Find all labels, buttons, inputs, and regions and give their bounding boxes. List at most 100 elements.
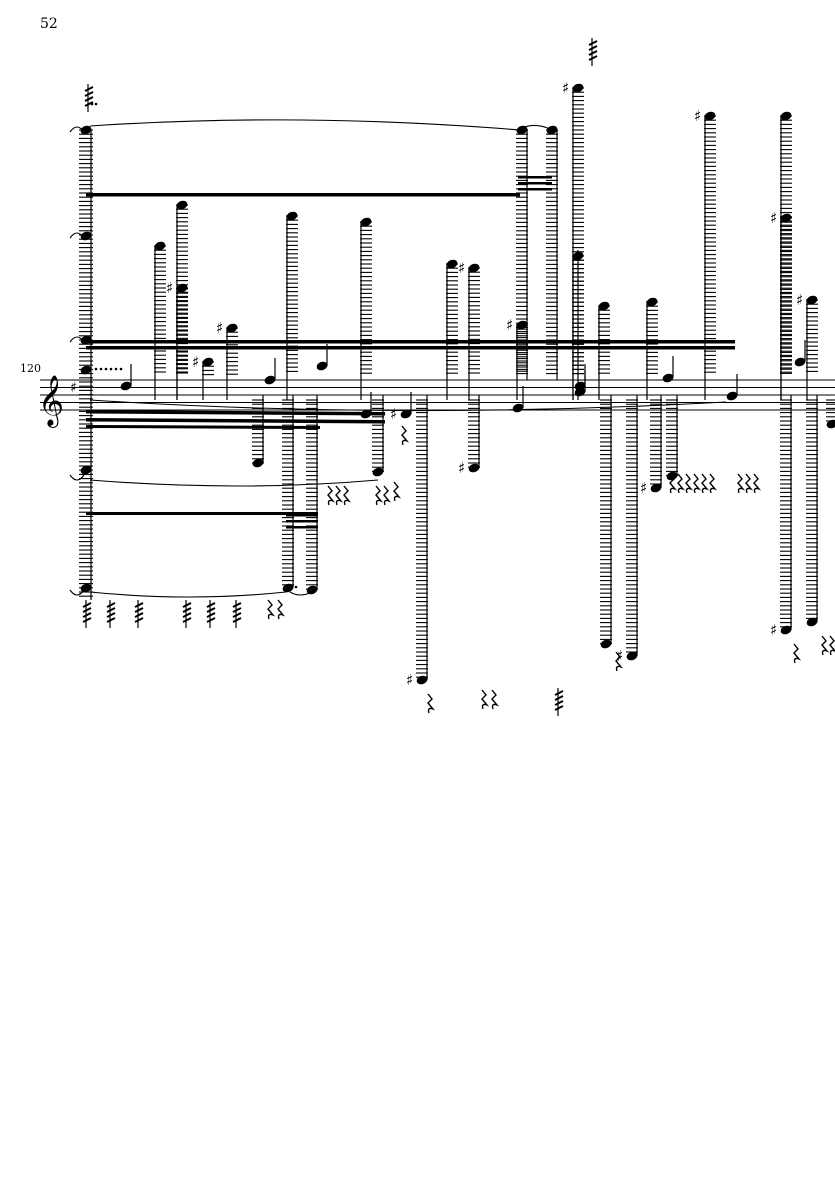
notehead [360,217,372,227]
tremolo-slash [588,40,598,46]
tremolo-slash [182,617,192,623]
tremolo-slash [206,617,216,623]
notehead [780,213,792,223]
sharp-accidental: ♯ [406,671,413,689]
quarter-rest [669,473,678,494]
tremolo-slash [134,612,144,618]
tie [89,119,521,131]
beam [86,418,385,424]
quarter-rest [685,473,694,494]
quarter-rest [829,635,835,656]
notehead [202,357,214,367]
tie [69,232,85,239]
notehead [468,463,480,473]
notehead [626,651,638,661]
tremolo-slash [182,607,192,613]
tremolo-slash [106,607,116,613]
sharp-accidental: ♯ [458,459,465,477]
sharp-accidental: ♯ [390,405,397,423]
tremolo-slash [106,612,116,618]
tremolo-slash [206,602,216,608]
tie [89,479,379,487]
augmentation-dot [290,585,294,589]
quarter-rest [821,635,830,656]
notehead [646,297,658,307]
tremolo-slash [232,602,242,608]
notehead [446,259,458,269]
notehead [662,373,674,383]
quarter-rest [343,485,352,506]
sharp-accidental: ♯ [562,79,569,97]
tremolo-slash [84,101,94,107]
tremolo-slash [554,690,564,696]
notehead [516,125,528,135]
tremolo-slash [84,96,94,102]
key-signature-sharp: ♯ [70,380,77,396]
tie [69,589,85,596]
beam [86,425,320,429]
tremolo-slash [588,55,598,61]
tie [289,591,313,596]
notehead [80,365,92,375]
quarter-rest [745,473,754,494]
quarter-rest [375,485,384,506]
tremolo-slash [232,612,242,618]
notehead [516,320,528,330]
beam [86,512,318,515]
sharp-accidental: ♯ [694,107,701,125]
beam [286,514,318,517]
tremolo-slash [588,50,598,56]
notehead [826,419,835,429]
notehead [252,458,264,468]
notehead [226,323,238,333]
tremolo-slash [554,700,564,706]
quarter-rest [401,425,410,446]
tremolo-slash [232,617,242,623]
augmentation-dot [94,102,98,106]
tremolo-slash [206,612,216,618]
augmentation-dot [109,367,113,371]
treble-clef-icon: 𝄞 [38,375,64,428]
notehead [780,111,792,121]
quarter-rest [693,473,702,494]
quarter-rest [793,643,802,664]
augmentation-dot [104,367,108,371]
augmentation-dot [114,367,118,371]
quarter-rest [327,485,336,506]
notehead [572,83,584,93]
quarter-rest [383,485,392,506]
tremolo-slash [134,602,144,608]
notehead [650,483,662,493]
notehead [372,467,384,477]
measure-number: 120 [20,362,41,375]
tremolo-slash [134,607,144,613]
notehead [806,617,818,627]
quarter-rest [481,689,490,710]
tremolo-slash [106,617,116,623]
beam [86,193,520,197]
augmentation-dot [99,367,103,371]
quarter-rest [677,473,686,494]
tie [69,126,85,133]
beam [86,410,385,416]
sharp-accidental: ♯ [192,353,199,371]
quarter-rest [615,651,624,672]
tremolo-slash [82,612,92,618]
tie [89,591,287,598]
notehead [806,295,818,305]
tie [69,336,85,343]
notehead [598,301,610,311]
tremolo-slash [134,617,144,623]
sharp-accidental: ♯ [770,621,777,639]
notehead [306,585,318,595]
sharp-accidental: ♯ [506,316,513,334]
notehead [600,639,612,649]
tremolo-slash [554,705,564,711]
sharp-accidental: ♯ [640,479,647,497]
quarter-rest [427,693,436,714]
beam [286,520,318,523]
notehead [80,465,92,475]
tie [69,474,85,481]
tremolo-slash [182,612,192,618]
